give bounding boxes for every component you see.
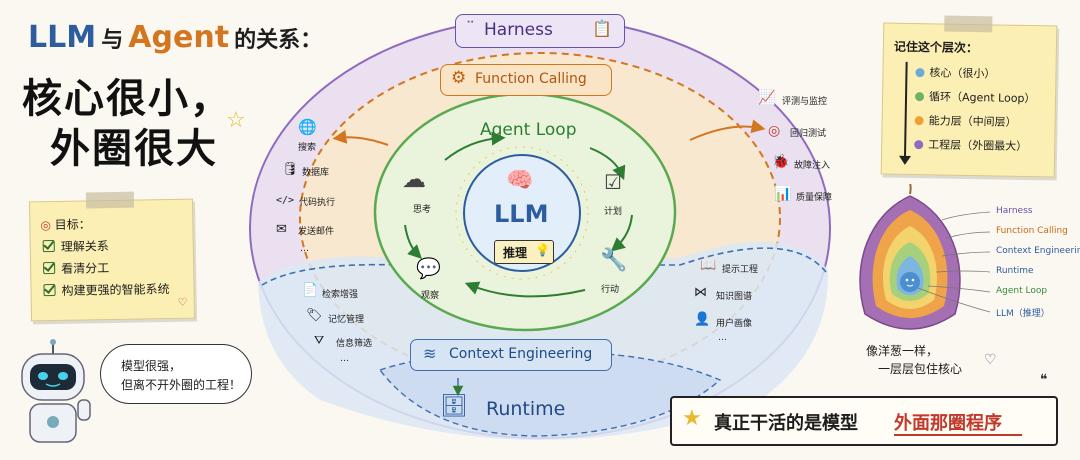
llm-label: LLM: [494, 200, 549, 228]
bar-icon: 📊: [774, 186, 792, 202]
goal-item: 构建更强的智能系统: [43, 280, 170, 299]
clipboard-icon: 📋: [592, 19, 612, 38]
main-title: LLM 与 Agent 的关系：: [28, 20, 322, 55]
onion-label: LLM（推理）: [996, 309, 1050, 319]
onion-label: Runtime: [996, 266, 1034, 276]
title-llm: LLM: [28, 20, 97, 55]
code-icon: </>: [276, 195, 295, 206]
heart-icon: ♡: [177, 295, 188, 309]
banner-highlight: 外面那圈程序: [894, 413, 1002, 434]
legend-item: 能力层（中间层）: [914, 112, 1017, 130]
bug-icon: 🐞: [772, 154, 790, 170]
onion-label: Function Calling: [996, 226, 1068, 236]
tool-label: 发送邮件: [298, 227, 335, 237]
title-line3: 外圈很大: [50, 126, 218, 172]
step-plan: 计划: [604, 207, 623, 217]
goal-header: 目标：: [54, 217, 91, 232]
reasoning-badge: 推理 💡: [494, 240, 554, 264]
layers-icon: ≋: [423, 344, 437, 363]
user-icon: 👤: [694, 312, 711, 327]
bubble-line1: 模型很强，: [121, 359, 182, 373]
tool-label: 搜索: [298, 143, 317, 153]
onion-illustration: [859, 184, 991, 330]
gear-icon: ⚙: [451, 68, 467, 88]
goal-item: 看清分工: [43, 259, 109, 277]
onion-label: Agent Loop: [996, 286, 1048, 296]
chart-icon: 📈: [758, 90, 776, 106]
conclusion-banner: ★ 真正干活的是模型 外面那圈程序: [670, 396, 1058, 446]
chat-icon: 💬: [416, 256, 441, 280]
title-yu: 与: [101, 28, 124, 53]
heart-icon: ♡: [984, 352, 997, 368]
legend-item: 核心（很小）: [915, 64, 996, 81]
robot-icon: [21, 339, 91, 443]
legend-note: 记住这个层次： 核心（很小） 循环（Agent Loop） 能力层（中间层） 工…: [880, 15, 1058, 178]
tool-label: 数据库: [302, 168, 330, 178]
wrench-icon: 🔧: [600, 248, 628, 273]
harness-label: ⠉ Harness 📋: [455, 14, 625, 48]
tool-label: 代码执行: [299, 198, 336, 208]
brain-icon: 🧠: [506, 168, 534, 193]
checkbox-icon: [43, 283, 56, 297]
bubble-line2: 但离不开外圈的工程！: [121, 378, 242, 392]
target-icon: ◎: [40, 218, 51, 233]
step-act: 行动: [601, 285, 620, 295]
server-icon: 🗄: [440, 394, 468, 419]
filter-icon: ⛛: [314, 333, 325, 347]
bulb-icon: 💡: [535, 243, 550, 257]
mail-icon: ✉: [276, 222, 287, 237]
legend-header: 记住这个层次：: [893, 39, 979, 56]
onion-label: Context Engineering: [996, 246, 1080, 256]
globe-icon: 🌐: [298, 118, 317, 136]
step-think: 思考: [413, 205, 432, 215]
title-agent: Agent: [128, 20, 230, 55]
agent-loop-label: Agent Loop: [480, 120, 577, 140]
legend-item: 工程层（外圈最大）: [914, 136, 1027, 154]
runtime-label: Runtime: [486, 398, 566, 420]
goal-item: 理解关系: [42, 237, 109, 255]
target-icon: ◎: [768, 123, 781, 139]
graph-icon: ⋈: [694, 285, 707, 300]
legend-item: 循环（Agent Loop）: [914, 88, 1036, 106]
star-icon: ☆: [226, 108, 246, 133]
book-icon: 📖: [700, 258, 717, 273]
onion-caption1: 像洋葱一样，: [866, 344, 939, 358]
tools-more: …: [300, 244, 309, 254]
database-icon: 🛢: [282, 162, 299, 177]
sparkle-icon: ❝: [1040, 372, 1048, 388]
goal-note: ◎ 目标： 理解关系 看清分工 构建更强的智能系统 ♡: [28, 191, 196, 322]
doc-icon: 📄: [302, 283, 319, 298]
context-engineering-label: ≋ Context Engineering: [410, 339, 612, 371]
checklist-icon: ☑: [604, 170, 622, 194]
speech-bubble: 模型很强， 但离不开外圈的工程！: [100, 344, 252, 404]
title-rel: 的关系：: [234, 28, 323, 53]
onion-label: Harness: [996, 206, 1033, 216]
tag-icon: 🏷: [306, 308, 323, 323]
onion-caption2: 一层层包住核心: [878, 362, 963, 376]
function-calling-label: ⚙ Function Calling: [440, 64, 612, 96]
banner-prefix: 真正干活的是模型: [714, 413, 858, 434]
step-observe: 观察: [421, 291, 440, 301]
checkbox-icon: [43, 261, 56, 275]
title-line2: 核心很小，: [22, 76, 232, 122]
checkbox-icon: [42, 239, 55, 253]
star-icon: ★: [682, 406, 702, 431]
cloud-icon: ☁: [402, 165, 426, 193]
